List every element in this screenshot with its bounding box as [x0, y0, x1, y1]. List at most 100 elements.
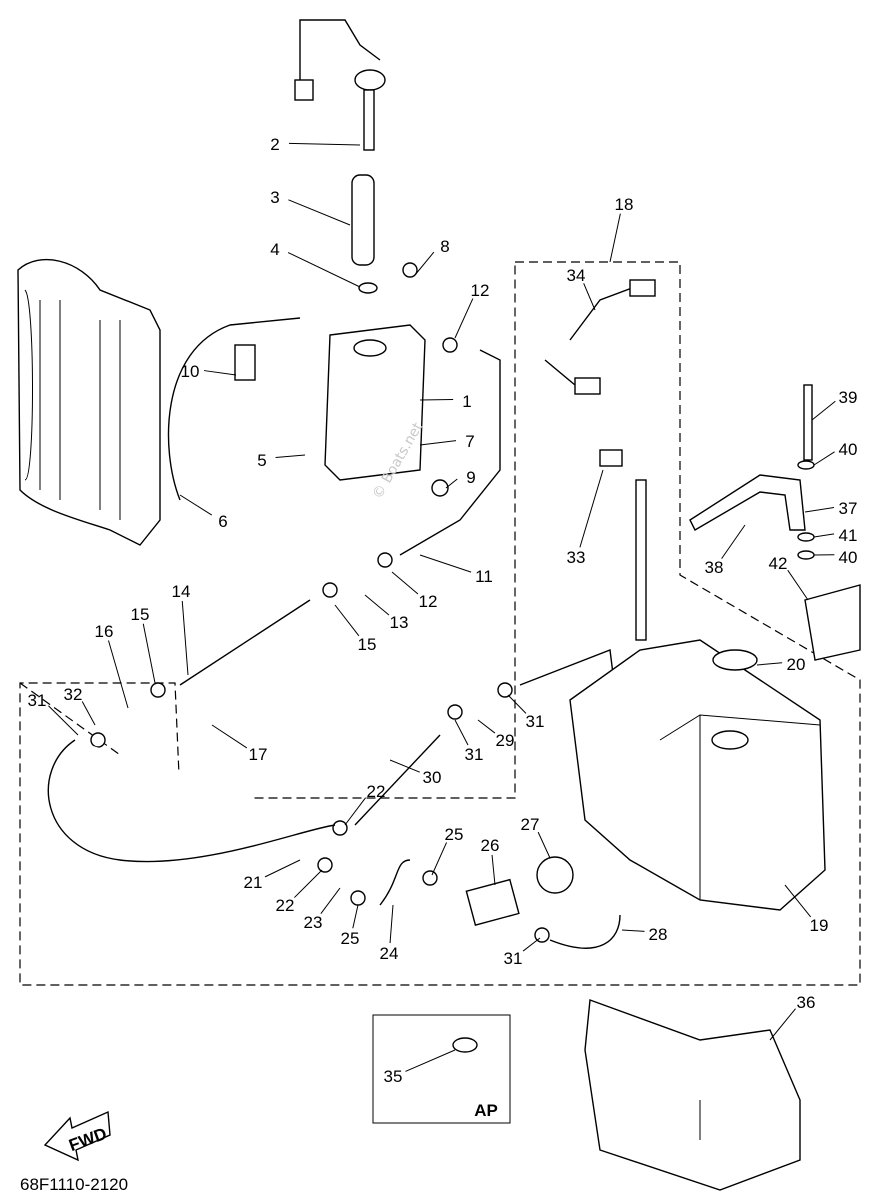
callout-13: 13	[390, 613, 409, 632]
harness-connector	[629, 279, 656, 297]
pump-cap-27	[536, 856, 574, 894]
leader-line	[334, 604, 360, 637]
oil-pump	[465, 878, 520, 926]
oil-return-hose	[167, 317, 301, 501]
leader-line	[389, 759, 420, 773]
leader-line	[813, 533, 835, 538]
leader-line	[287, 252, 361, 288]
clamp	[150, 682, 166, 698]
nut-41	[797, 532, 815, 542]
washer-40	[797, 460, 815, 470]
leader-line	[264, 859, 301, 878]
callout-30: 30	[423, 768, 442, 787]
callout-3: 3	[270, 188, 279, 207]
leader-line	[364, 594, 390, 616]
callout-38: 38	[705, 558, 724, 577]
leader-line	[320, 887, 341, 915]
leader-line	[811, 400, 836, 421]
leader-line	[769, 1008, 796, 1041]
clamp	[317, 857, 333, 873]
oil-tank-filler-neck	[711, 730, 749, 750]
leader-line	[609, 213, 621, 263]
sub-tank-cap	[353, 339, 387, 357]
callout-7: 7	[465, 432, 474, 451]
leader-line	[344, 797, 367, 826]
drawing-code: 68F1110-2120	[20, 1175, 128, 1194]
leader-line	[352, 904, 359, 929]
oil-strainer	[351, 174, 375, 266]
sensor-connector	[294, 79, 314, 101]
forward-arrow-icon	[43, 1110, 111, 1162]
callout-31: 31	[504, 949, 523, 968]
callout-14: 14	[172, 582, 191, 601]
callout-2: 2	[270, 135, 279, 154]
callout-22: 22	[367, 782, 386, 801]
callout-17: 17	[249, 745, 268, 764]
sensor-grommet	[354, 69, 386, 91]
leader-line	[454, 719, 469, 746]
leader-line	[405, 1049, 456, 1072]
leader-line	[787, 569, 809, 601]
oil-tank-cap	[712, 649, 758, 671]
callout-15: 15	[358, 635, 377, 654]
harness-34	[544, 284, 641, 386]
inset-label: AP	[474, 1101, 498, 1120]
callout-20: 20	[787, 655, 806, 674]
grommet-8	[402, 262, 418, 278]
clamp	[332, 820, 348, 836]
callout-15: 15	[131, 605, 150, 624]
clamp	[447, 704, 463, 720]
o-ring	[358, 282, 378, 294]
oil-level-switch	[635, 479, 647, 641]
leader-line	[275, 454, 306, 459]
hose-21-long	[47, 739, 336, 863]
leader-line	[108, 640, 129, 709]
washer-40	[797, 550, 815, 560]
callout-35: 35	[384, 1067, 403, 1086]
callout-1: 1	[462, 392, 471, 411]
leader-line	[507, 694, 527, 714]
callout-12: 12	[419, 592, 438, 611]
callout-40: 40	[839, 548, 858, 567]
leader-line	[419, 554, 472, 573]
leader-line	[414, 251, 435, 276]
clamp	[90, 732, 106, 748]
callout-18: 18	[615, 195, 634, 214]
leader-line	[203, 370, 237, 376]
callout-34: 34	[567, 266, 586, 285]
leader-line	[621, 929, 645, 932]
callout-23: 23	[304, 913, 323, 932]
leader-line	[454, 298, 474, 339]
callout-31: 31	[28, 691, 47, 710]
leader-line	[211, 724, 248, 749]
leader-line	[477, 719, 496, 734]
callout-40: 40	[839, 440, 858, 459]
leader-line	[288, 142, 361, 146]
leader-line	[391, 571, 419, 595]
leader-line	[48, 705, 79, 736]
callout-6: 6	[218, 512, 227, 531]
oil-level-sensor	[363, 89, 375, 151]
leader-line	[804, 507, 835, 513]
leader-line	[419, 440, 457, 446]
callout-21: 21	[244, 873, 263, 892]
callout-25: 25	[341, 929, 360, 948]
callout-31: 31	[465, 745, 484, 764]
leader-line	[445, 478, 458, 489]
tank-bracket-36	[584, 999, 801, 1191]
engine-cowling	[17, 258, 161, 546]
callout-33: 33	[567, 548, 586, 567]
callout-27: 27	[521, 815, 540, 834]
clamp	[497, 682, 513, 698]
clamp	[350, 890, 366, 906]
cowling-detail	[24, 289, 121, 520]
leader-line	[81, 701, 96, 726]
leader-line	[142, 623, 156, 684]
leader-line	[181, 600, 189, 676]
harness-connector	[574, 377, 601, 395]
leader-line	[583, 283, 596, 311]
sub-oil-tank	[324, 324, 426, 481]
callout-25: 25	[445, 825, 464, 844]
